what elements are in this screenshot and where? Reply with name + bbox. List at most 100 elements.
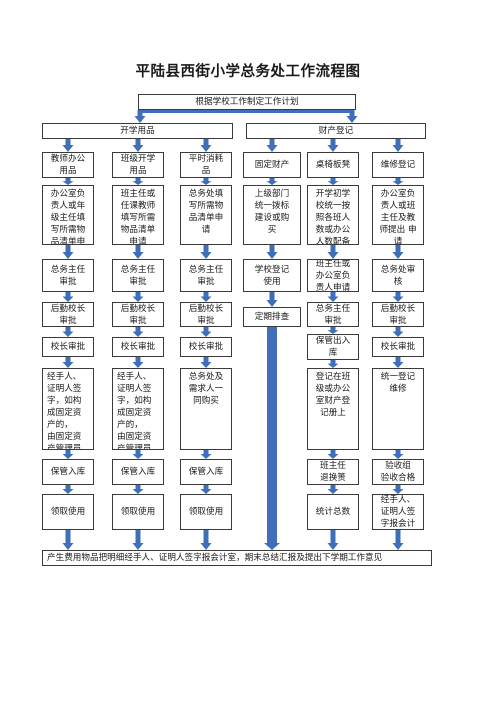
node-label: 教师办公 用品 <box>50 154 86 176</box>
node-c1r3: 总务主任 审批 <box>42 259 94 292</box>
node-c1r7: 保管入库 <box>42 459 94 485</box>
node-label: 保管入库 <box>188 467 224 477</box>
arrow-down-icon <box>200 292 212 302</box>
node-label: 总务处审 核 <box>380 264 416 287</box>
arrow-down-icon <box>392 139 404 152</box>
node-label: 校长审批 <box>120 342 156 352</box>
page-title: 平陆县西街小学总务处工作流程图 <box>135 64 361 80</box>
arrow-down-icon <box>392 178 404 185</box>
node-label: 产生费用物品把明细经手人、证明人签字报会计室，期末总结汇报及提出下学期工作意见 <box>47 553 383 563</box>
node-label: 平时消耗 品 <box>188 154 224 176</box>
node-label: 校长审批 <box>50 342 86 352</box>
node-label: 办公室负 责人或年 级主任填 写所需物 品清单申 <box>50 189 86 245</box>
node-label: 保管出入 库 <box>315 336 351 358</box>
node-c4r2: 上级部门 统一拨标 建设或购 买 <box>243 185 301 245</box>
node-label: 后勤校长 审批 <box>188 303 224 326</box>
arrow-down-icon <box>132 178 144 185</box>
node-c5r6: 登记在班 级或办公 室财产登 记册上 <box>307 368 359 450</box>
arrow-down-icon <box>200 450 212 459</box>
arrow-down-icon <box>62 139 74 152</box>
arrow-down-icon <box>327 327 339 334</box>
node-c3r2: 总务处填 写所需物 品清单申 请 <box>180 185 232 245</box>
arrow-down-icon <box>392 327 404 337</box>
node-c5r4: 总务主任 审批 <box>307 302 359 327</box>
arrow-down-icon <box>132 530 144 550</box>
node-label: 后勤校长 审批 <box>120 303 156 326</box>
node-label: 定期排查 <box>254 312 290 322</box>
arrow-down-icon <box>62 357 74 368</box>
node-label: 班主任 退换篑 <box>320 461 346 483</box>
node-label: 总务主任 审批 <box>188 264 224 287</box>
node-label: 经手人、 证明人签 字报会计 <box>380 495 416 529</box>
node-c5r3: 班主任或 办公室负 责人申请 <box>307 259 359 292</box>
arrow-down-icon <box>62 485 74 494</box>
node-label: 学校登记 使用 <box>254 264 290 287</box>
node-label: 班主任或 任课教师 填写所需 物品清单 申请 <box>120 189 156 245</box>
node-c5r5: 保管出入 库 <box>307 334 359 360</box>
node-c1r1: 教师办公 用品 <box>42 152 94 178</box>
arrow-down-icon <box>132 485 144 494</box>
node-c4r4: 定期排查 <box>243 307 301 327</box>
node-label: 总务主任 审批 <box>50 264 86 287</box>
node-c2r6: 经手人、 证明人签 字，如构 成固定资 产的， 由固定资 产管理员 <box>112 368 164 450</box>
node-label: 校长审批 <box>380 342 416 352</box>
node-label: 领取使用 <box>50 507 86 517</box>
arrow-down-icon <box>132 292 144 302</box>
arrow-down-icon <box>392 530 404 550</box>
arrow-down-icon <box>200 139 212 152</box>
node-c6r2: 办公室负 责人或班 主任及教 师提出 申 请 <box>372 185 424 245</box>
arrow-down-icon <box>346 110 358 123</box>
node-c6r7: 验收组 验收合格 <box>372 459 424 485</box>
node-c6r3: 总务处审 核 <box>372 259 424 292</box>
node-label: 保管入库 <box>50 467 86 477</box>
arrow-down-icon <box>392 450 404 459</box>
arrow-down-icon <box>200 245 212 259</box>
node-c2r4: 后勤校长 审批 <box>112 302 164 327</box>
arrow-down-icon <box>392 245 404 259</box>
arrow-down-icon <box>200 485 212 494</box>
node-bottom: 产生费用物品把明细经手人、证明人签字报会计室，期末总结汇报及提出下学期工作意见 <box>42 550 432 566</box>
arrow-down-icon <box>132 327 144 337</box>
node-label: 办公室负 责人或班 主任及教 师提出 申 请 <box>379 189 417 245</box>
node-c6r6: 统一登记 维修 <box>372 368 424 450</box>
node-c1r8: 领取使用 <box>42 494 94 530</box>
arrow-down-icon <box>132 245 144 259</box>
node-c3r8: 领取使用 <box>180 494 232 530</box>
node-c2r2: 班主任或 任课教师 填写所需 物品清单 申请 <box>112 185 164 245</box>
arrow-down-icon <box>62 292 74 302</box>
node-c6r5: 校长审批 <box>372 337 424 357</box>
node-c6r8: 经手人、 证明人签 字报会计 <box>372 494 424 530</box>
node-c5r2: 开学初学 校统一按 照各班人 数或办公 人数配备 <box>307 185 359 245</box>
arrow-down-icon <box>200 178 212 185</box>
node-c6r1: 维修登记 <box>372 152 424 178</box>
arrow-down-icon <box>132 450 144 459</box>
node-c2r7: 保管入库 <box>112 459 164 485</box>
node-label: 开学初学 校统一按 照各班人 数或办公 人数配备 <box>315 189 351 245</box>
node-label: 登记在班 级或办公 室财产登 记册上 <box>315 372 351 418</box>
arrow-down-icon <box>266 245 278 259</box>
node-label: 桌椅板凳 <box>315 160 351 170</box>
arrow-down-icon <box>392 292 404 302</box>
node-label: 保管入库 <box>120 467 156 477</box>
node-label: 经手人、 证明人签 字，如构 成固定资 产的， 由固定资 产管理员 <box>47 372 82 450</box>
node-c5r1: 桌椅板凳 <box>307 152 359 178</box>
arrow-down-icon <box>132 357 144 368</box>
arrow-down-icon <box>62 178 74 185</box>
node-label: 班主任或 办公室负 责人申请 <box>315 259 351 292</box>
node-c3r7: 保管入库 <box>180 459 232 485</box>
node-c5r8: 统计总数 <box>307 494 359 530</box>
node-label: 上级部门 统一拨标 建设或购 买 <box>254 189 290 235</box>
arrow-down-icon <box>134 110 146 123</box>
node-label: 根据学校工作制定工作计划 <box>195 97 299 107</box>
node-c4r3: 学校登记 使用 <box>243 259 301 292</box>
arrow-down-icon <box>327 178 339 185</box>
arrow-down-icon <box>200 357 212 368</box>
node-c2r8: 领取使用 <box>112 494 164 530</box>
node-c3r1: 平时消耗 品 <box>180 152 232 178</box>
node-c1r2: 办公室负 责人或年 级主任填 写所需物 品清单申 <box>42 185 94 245</box>
arrow-down-icon <box>392 357 404 368</box>
node-caichan: 财产登记 <box>246 123 426 139</box>
node-label: 后勤校长 审批 <box>50 303 86 326</box>
node-label: 校长审批 <box>188 342 224 352</box>
